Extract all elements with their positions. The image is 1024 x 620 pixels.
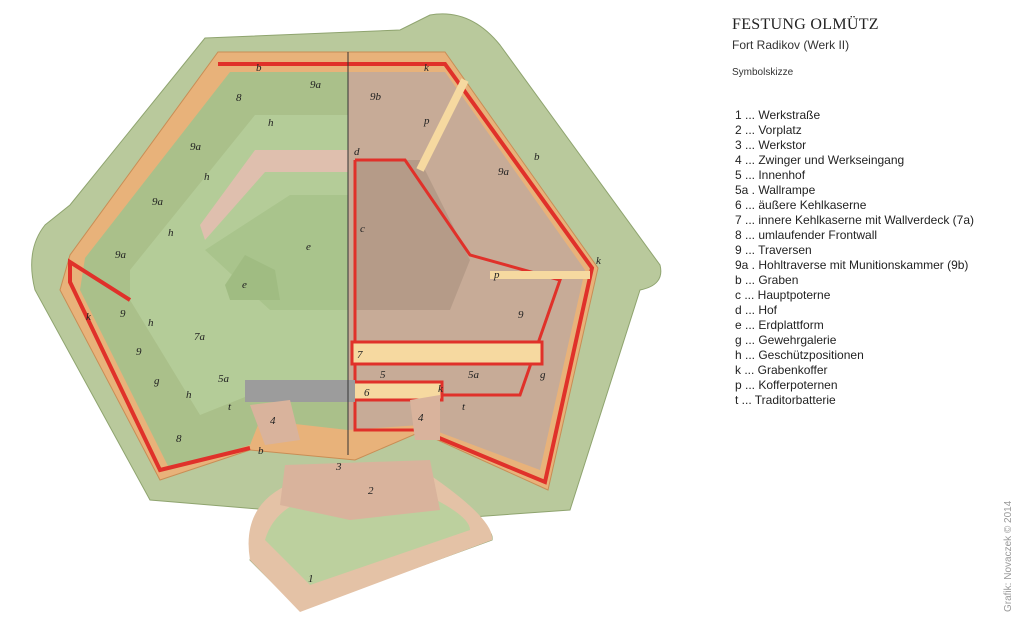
label-9a-2: 9a [190,141,202,153]
legend-item: t ... Traditorbatterie [735,393,836,407]
vorplatz [280,460,440,520]
label-9a-3: 9a [152,196,164,208]
diagram-title: FESTUNG OLMÜTZ [732,16,879,33]
legend-item: 4 ... Zwinger und Werkseingang [735,153,905,167]
legend-item: g ... Gewehrgalerie [735,333,837,347]
label-5: 5 [380,369,386,381]
label-9a-5: 9a [498,166,510,178]
legend-item: 1 ... Werkstraße [735,108,821,122]
label-1: 1 [308,573,314,585]
label-d: d [354,146,360,158]
legend-item: 8 ... umlaufender Frontwall [735,228,878,242]
erdplattform-small [225,255,280,300]
label-8-bottom: 8 [176,433,182,445]
label-e-small: e [242,279,247,291]
legend-item: d ... Hof [735,303,778,317]
label-e-large: e [306,241,311,253]
inner-wall-right [353,158,562,432]
legend-item: 2 ... Vorplatz [735,123,802,137]
escarp-wall [68,62,595,485]
road-inner-green [265,492,470,585]
label-9a-1: 9a [310,79,322,91]
label-9a-4: 9a [115,249,127,261]
legend: 1 ... Werkstraße 2 ... Vorplatz 3 ... We… [735,108,974,408]
label-k-right: k [596,255,602,267]
legend-item: 3 ... Werkstor [735,138,807,152]
label-k-top: k [424,62,430,74]
label-g-right: g [540,369,546,381]
label-7a: 7a [194,331,206,343]
label-6: 6 [364,387,370,399]
label-5a-left: 5a [218,373,230,385]
label-h-5: h [186,389,192,401]
label-h-1: h [268,117,274,129]
diagram-caption: Symbolskizze [732,67,794,78]
legend-item: p ... Kofferpoternen [735,378,838,392]
innenhof-right [355,160,470,310]
label-4-left: 4 [270,415,276,427]
legend-item: 9a . Hohltraverse mit Munitionskammer (9… [735,258,969,272]
label-4-right: 4 [418,412,424,424]
legend-item: 9 ... Traversen [735,243,812,257]
label-b-right: b [534,151,540,163]
legend-item: e ... Erdplattform [735,318,824,332]
label-2: 2 [368,485,374,497]
label-9-c: 9 [518,309,524,321]
label-k-gate: k [438,383,444,395]
kehl-hof-left [200,150,348,240]
label-h-4: h [148,317,154,329]
label-9b: 9b [370,91,382,103]
label-9-b: 9 [136,346,142,358]
legend-item: 5a . Wallrampe [735,183,816,197]
label-p-top: p [423,115,430,127]
label-g-left: g [154,375,160,387]
kofferpoterne-top [416,78,469,172]
legend-item: c ... Hauptpoterne [735,288,831,302]
label-7: 7 [357,349,363,361]
label-c: c [360,223,365,235]
werkstor [245,380,355,402]
label-5a-right: 5a [468,369,480,381]
label-p-right: p [493,269,500,281]
label-b-top: b [256,62,262,74]
label-t-left: t [228,401,232,413]
diagram-subtitle: Fort Radikov (Werk II) [732,38,850,52]
legend-item: 7 ... innere Kehlkaserne mit Wallverdeck… [735,213,974,227]
label-h-3: h [168,227,174,239]
zwinger [250,395,440,445]
label-h-2: h [204,171,210,183]
legend-item: b ... Graben [735,273,799,287]
legend-item: 5 ... Innenhof [735,168,806,182]
label-8-top: 8 [236,92,242,104]
label-b-bottom: b [258,445,264,457]
label-k-left: k [86,311,92,323]
label-9-a: 9 [120,308,126,320]
label-3: 3 [335,461,342,473]
fort-plan-diagram: 1 2 3 4 4 5 5a 5a 6 7 7a 8 8 9 9 9 9a 9a… [31,13,662,612]
innere-kehlkaserne [350,340,544,366]
label-t-right: t [462,401,466,413]
legend-item: h ... Geschützpositionen [735,348,864,362]
legend-item: k ... Grabenkoffer [735,363,828,377]
graphic-credit: Grafik: Novaczek © 2014 [1003,500,1014,612]
legend-item: 6 ... äußere Kehlkaserne [735,198,867,212]
